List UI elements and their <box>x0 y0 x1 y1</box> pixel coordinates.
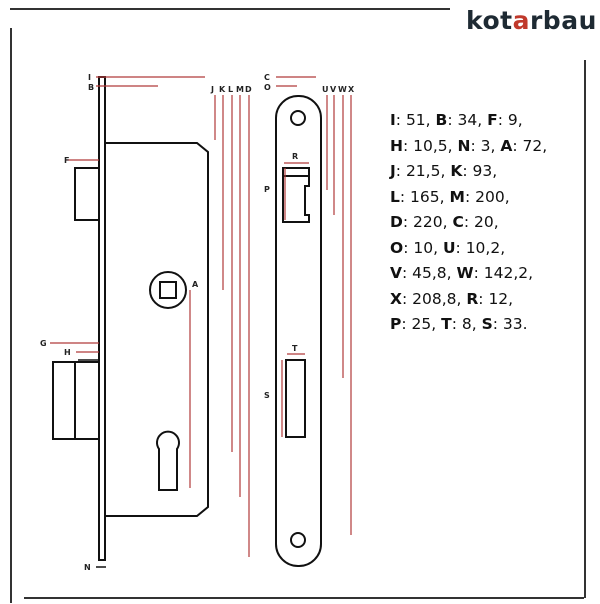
dimension-value: 220 <box>413 213 443 231</box>
latch-bolt <box>74 167 100 221</box>
frame-right-line <box>584 60 586 598</box>
dimension-value: 3 <box>480 136 491 155</box>
dimension-row: I: 51, B: 34, F: 9, <box>390 111 523 129</box>
dimension-key: F <box>487 111 498 129</box>
dimension-key: A <box>500 136 513 155</box>
cylinder-hole <box>156 430 180 491</box>
label-h: H <box>64 348 71 357</box>
dimension-key: O <box>390 238 404 257</box>
dimension-value: 33 <box>502 315 523 333</box>
dimension-value: 25 <box>411 315 432 333</box>
dimension-value: 10,5 <box>413 136 448 155</box>
dimension-key: K <box>450 162 463 180</box>
dimension-key: R <box>466 289 479 308</box>
dimension-key: V <box>390 264 402 282</box>
label-r: R <box>292 152 298 161</box>
label-g: G <box>40 339 47 348</box>
dimension-key: S <box>481 315 493 333</box>
latch-recess <box>282 167 310 223</box>
label-x: X <box>348 85 355 94</box>
dimension-key: P <box>390 315 402 333</box>
label-w: W <box>338 85 347 94</box>
dimension-value: 20 <box>474 213 494 231</box>
follower-hub <box>149 271 187 309</box>
label-k: K <box>219 85 226 94</box>
dimension-value: 21,5 <box>405 162 441 180</box>
strike-screw-hole-bottom <box>290 532 306 548</box>
dimension-key: N <box>457 136 471 155</box>
label-b: B <box>88 83 94 92</box>
label-s: S <box>264 391 270 400</box>
dimension-value: 45,8 <box>412 264 447 282</box>
dimension-value: 8 <box>461 315 472 333</box>
dimension-key: D <box>390 213 403 231</box>
dimension-row: V: 45,8, W: 142,2, <box>390 264 534 282</box>
dimension-value: 10,2 <box>465 238 501 257</box>
dimension-row: D: 220, C: 20, <box>390 213 499 231</box>
dimension-value: 9 <box>507 111 518 129</box>
frame-top-line <box>10 8 450 10</box>
dimension-value: 208,8 <box>412 289 457 308</box>
lock-case <box>105 142 209 517</box>
label-m: M <box>236 85 244 94</box>
label-n: N <box>84 563 91 572</box>
dimension-row: J: 21,5, K: 93, <box>390 162 498 180</box>
dimension-key: I <box>390 111 396 129</box>
label-o: O <box>264 83 271 92</box>
dimension-row: H: 10,5, N: 3, A: 72, <box>390 136 548 155</box>
label-v: V <box>330 85 337 94</box>
dimension-key: C <box>452 213 464 231</box>
label-p: P <box>264 185 270 194</box>
dimension-key: X <box>390 289 402 308</box>
dimension-key: J <box>390 162 396 180</box>
dimension-key: T <box>441 315 452 333</box>
frame-bottom-line <box>24 597 584 599</box>
label-l: L <box>228 85 233 94</box>
faceplate <box>98 76 106 561</box>
dimension-key: U <box>442 238 456 257</box>
strike-plate <box>275 95 322 567</box>
dimension-key: W <box>456 264 474 282</box>
dimension-value: 12 <box>488 289 509 308</box>
dimension-key: H <box>390 136 403 155</box>
dimension-key: B <box>435 111 448 129</box>
label-f: F <box>64 156 69 165</box>
dimension-row: P: 25, T: 8, S: 33. <box>390 315 528 333</box>
dimension-lines <box>50 76 352 557</box>
label-i: I <box>88 73 91 82</box>
dimension-list: I: 51, B: 34, F: 9, H: 10,5, N: 3, A: 72,… <box>390 108 547 338</box>
dimension-value: 200 <box>475 187 505 206</box>
label-t: T <box>292 344 298 353</box>
dimension-value: 93 <box>472 162 493 180</box>
dimension-value: 51 <box>405 111 426 129</box>
label-c: C <box>264 73 270 82</box>
spindle-square <box>159 281 177 299</box>
dimension-key: M <box>449 187 465 206</box>
dimension-row: O: 10, U: 10,2, <box>390 238 506 257</box>
label-a: A <box>192 280 199 289</box>
label-u: U <box>322 85 329 94</box>
dimension-key: L <box>390 187 400 206</box>
label-d: D <box>245 85 252 94</box>
bolt-recess <box>285 359 306 438</box>
frame-left-line <box>10 28 12 603</box>
dimension-value: 142,2 <box>483 264 529 282</box>
label-j: J <box>210 85 214 94</box>
dimension-row: L: 165, M: 200, <box>390 187 510 206</box>
dimension-value: 165 <box>410 187 440 206</box>
dimension-row: X: 208,8, R: 12, <box>390 289 514 308</box>
dimension-labels: I B F G H N A J K L M D C O U V W X R P … <box>40 73 355 572</box>
brand-logo: kotarbau <box>466 6 597 35</box>
dimension-value: 10 <box>413 238 434 257</box>
strike-screw-hole-top <box>290 110 306 126</box>
dimension-value: 72 <box>522 136 543 155</box>
dimension-value: 34 <box>457 111 478 129</box>
